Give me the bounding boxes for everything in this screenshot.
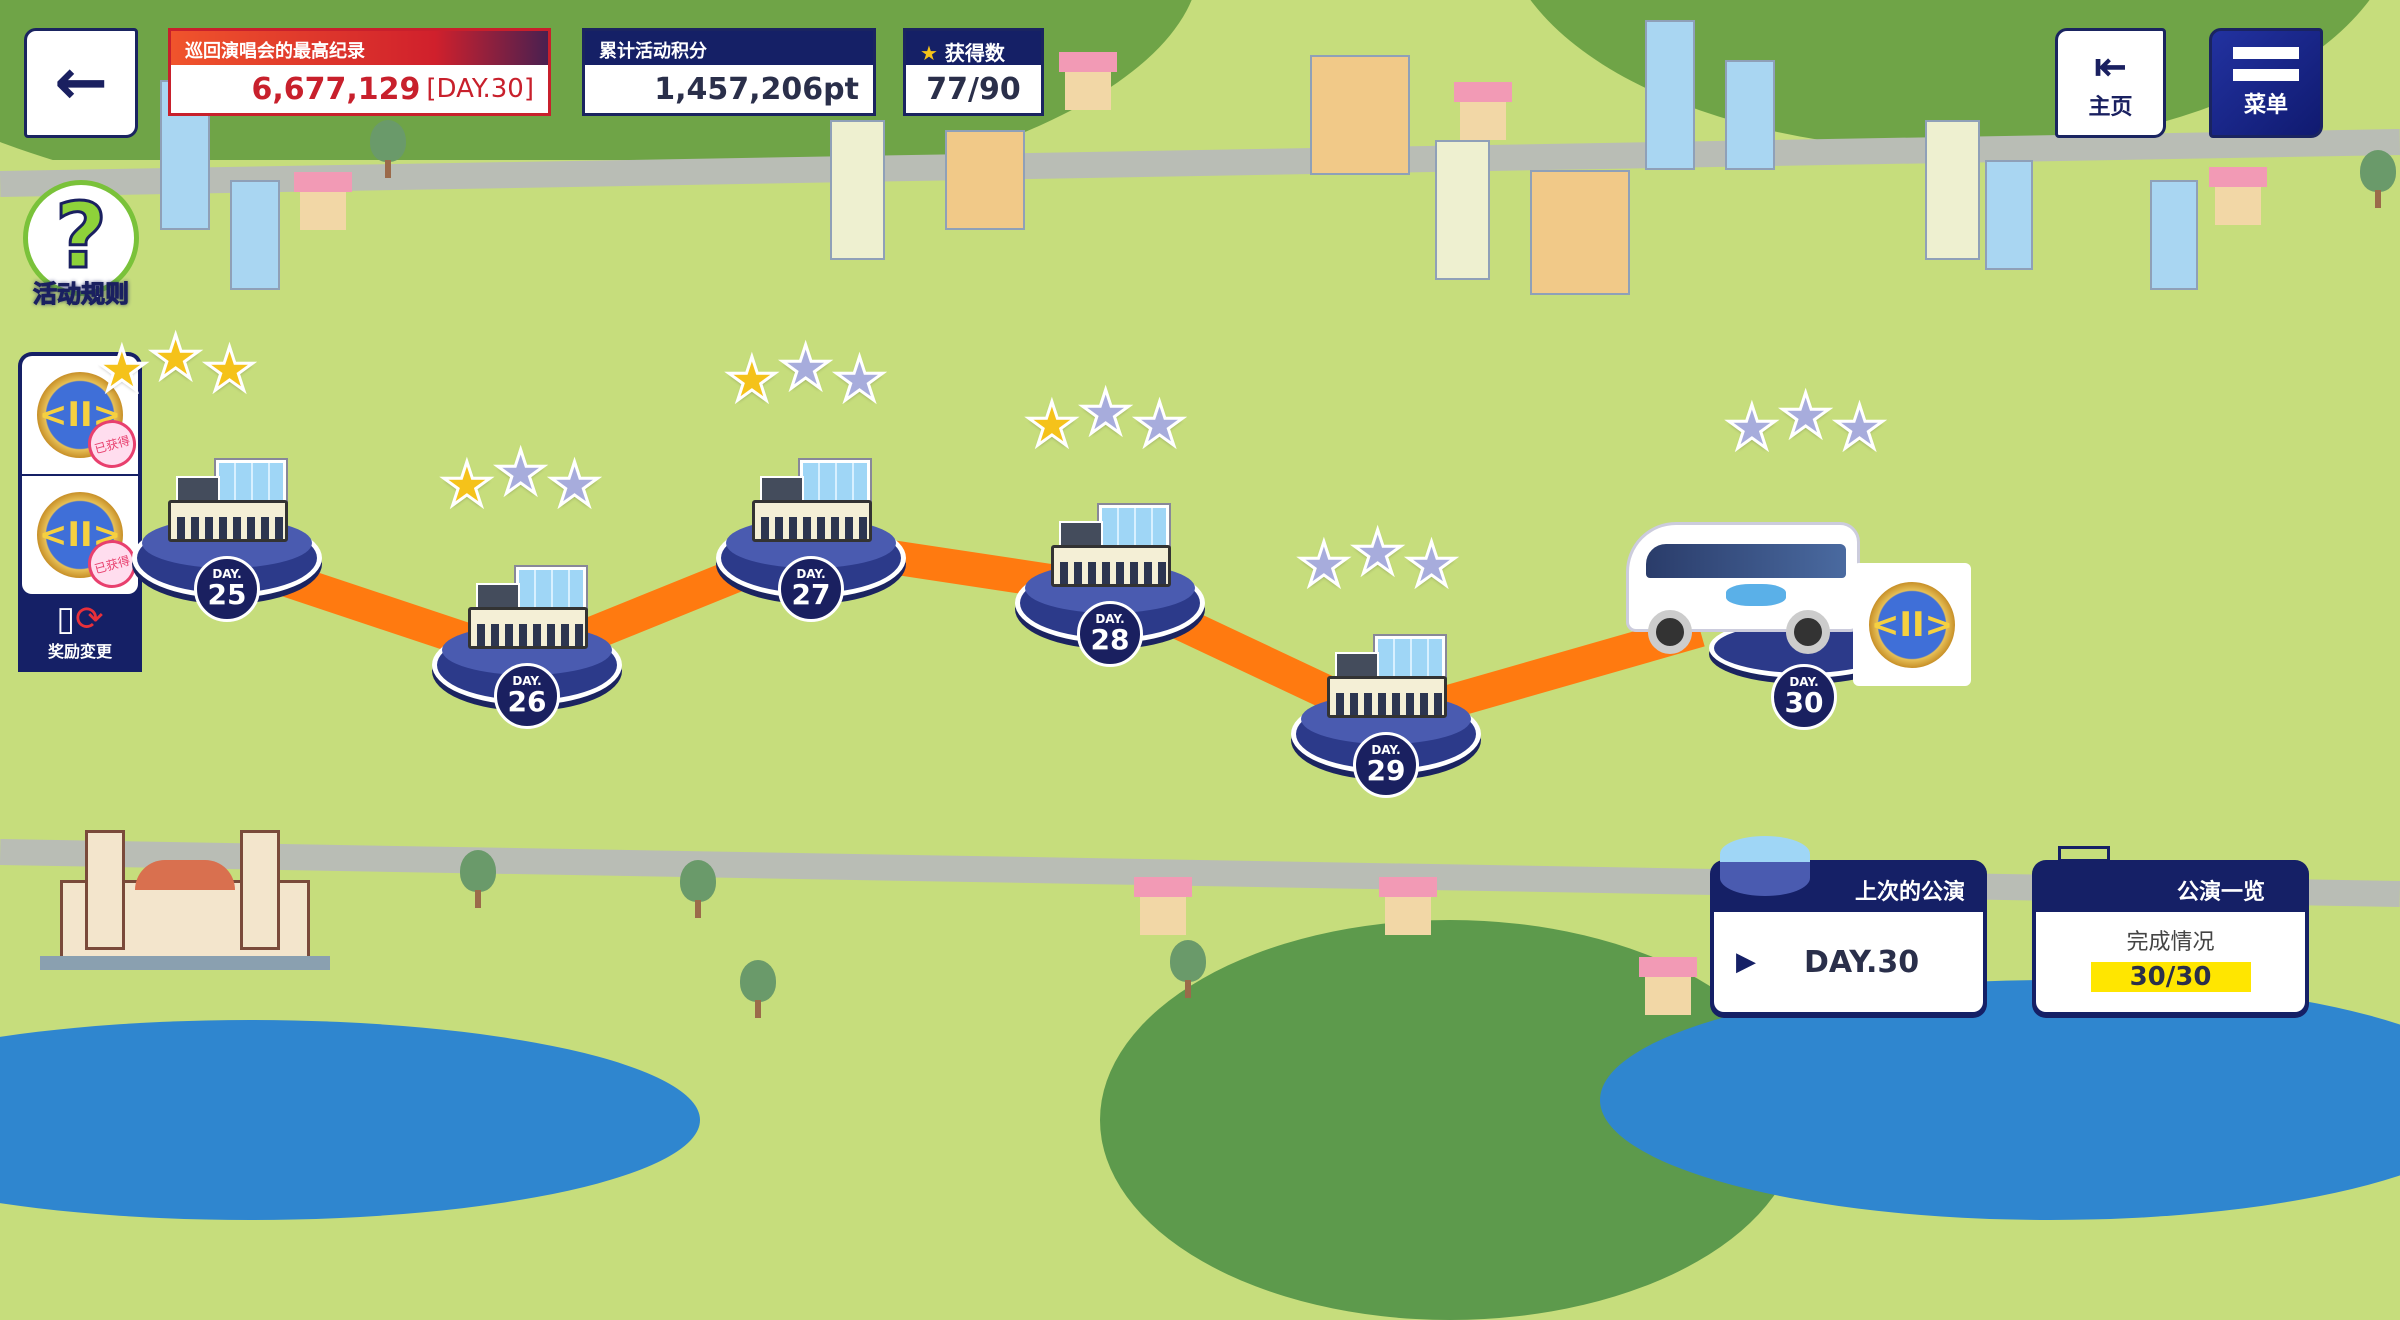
day-number: 28 — [1090, 623, 1130, 656]
day-number: 26 — [507, 685, 547, 718]
day-number: 25 — [207, 578, 247, 611]
venue-building-icon — [798, 458, 872, 506]
star-empty-icon: ★ — [1131, 390, 1188, 460]
total-points-value: 1,457,206pt — [654, 71, 859, 107]
star-filled-icon: ★ — [1024, 390, 1081, 460]
stage-stars: ★★★ — [94, 327, 258, 405]
venue-building-icon — [1097, 503, 1171, 551]
performance-list-title: 公演一览 — [2176, 880, 2265, 905]
stars-earned-panel: ★ 获得数 77/90 — [903, 28, 1044, 116]
rules-button[interactable]: ? 活动规则 — [18, 180, 144, 310]
completion-value: 30/30 — [2090, 962, 2251, 992]
stage-stars: ★★★ — [724, 337, 888, 415]
day-label: DAY. — [512, 674, 542, 688]
day-badge: DAY.27 — [778, 556, 844, 622]
palace-building — [40, 820, 330, 970]
stage-day-29[interactable]: DAY.29 — [1291, 634, 1481, 798]
day-number: 27 — [791, 578, 831, 611]
hamburger-icon — [2233, 47, 2299, 81]
total-points-panel: 累计活动积分 1,457,206pt — [582, 28, 876, 116]
reward-change-label: 奖励変更 — [47, 642, 112, 661]
star-icon: ★ — [920, 41, 938, 65]
performance-list-button[interactable]: 公演一览 完成情况 30/30 — [2032, 846, 2309, 1018]
last-performance-value: DAY.30 — [1804, 944, 1920, 980]
stage-day-25[interactable]: DAY.25 — [132, 458, 322, 622]
venue-building-icon — [1373, 634, 1447, 682]
day-badge: DAY.28 — [1077, 601, 1143, 667]
day-label: DAY. — [1095, 612, 1125, 626]
stage-day-27[interactable]: DAY.27 — [716, 458, 906, 622]
card-swap-icon: ▯⟳ — [56, 599, 104, 639]
star-empty-icon: ★ — [546, 450, 603, 520]
menu-label: 菜单 — [2243, 93, 2288, 118]
star-empty-icon: ★ — [1349, 518, 1406, 588]
star-filled-icon: ★ — [201, 335, 258, 405]
star-empty-icon: ★ — [1777, 381, 1834, 451]
last-performance-button[interactable]: 上次的公演 ▶ DAY.30 — [1710, 836, 1987, 1018]
star-filled-icon: ★ — [94, 335, 151, 405]
star-empty-icon: ★ — [1077, 378, 1134, 448]
stars-earned-value: 77/90 — [926, 71, 1021, 107]
reward-panel: <II> 已获得 <II> 已获得 ▯⟳ 奖励変更 — [18, 352, 142, 672]
day-badge: DAY.25 — [194, 556, 260, 622]
day-badge: DAY.26 — [494, 663, 560, 729]
rules-label: 活动规则 — [33, 280, 130, 309]
exit-icon: ⇤ — [2093, 44, 2128, 90]
venue-building-icon — [514, 565, 588, 613]
stage-day-26[interactable]: DAY.26 — [432, 565, 622, 729]
stage-day-28[interactable]: DAY.28 — [1015, 503, 1205, 667]
play-icon: ▶ — [1736, 947, 1756, 977]
completion-label: 完成情况 — [2126, 930, 2215, 955]
stage-stars: ★★★ — [1296, 522, 1460, 600]
day-label: DAY. — [1789, 675, 1819, 689]
stage-mini-icon — [1720, 836, 1810, 896]
star-empty-icon: ★ — [831, 345, 888, 415]
arrow-left-icon: ← — [54, 46, 108, 120]
home-label: 主页 — [2088, 95, 2133, 120]
last-performance-title: 上次的公演 — [1854, 880, 1965, 905]
stars-earned-label: 获得数 — [944, 41, 1005, 65]
star-empty-icon: ★ — [1296, 530, 1353, 600]
current-reward[interactable]: <II> — [1853, 563, 1971, 686]
star-filled-icon: ★ — [439, 450, 496, 520]
best-record-panel: 巡回演唱会的最高纪录 6,677,129 [DAY.30] — [168, 28, 551, 116]
reward-medal-icon: <II> — [1866, 578, 1958, 671]
tour-bus — [1626, 522, 1860, 658]
day-label: DAY. — [212, 567, 242, 581]
back-button[interactable]: ← — [24, 28, 138, 138]
best-record-value: 6,677,129 — [251, 71, 421, 107]
day-number: 29 — [1366, 754, 1406, 787]
question-icon: ? — [23, 180, 139, 296]
home-button[interactable]: ⇤ 主页 — [2055, 28, 2166, 138]
total-points-label: 累计活动积分 — [585, 31, 873, 66]
menu-button[interactable]: 菜单 — [2209, 28, 2323, 138]
reward-slot[interactable]: <II> 已获得 — [22, 356, 142, 474]
reward-slot[interactable]: <II> 已获得 — [22, 476, 142, 594]
stage-stars: ★★★ — [439, 442, 603, 520]
day-label: DAY. — [796, 567, 826, 581]
star-filled-icon: ★ — [724, 345, 781, 415]
star-empty-icon: ★ — [1831, 393, 1888, 463]
stage-stars: ★★★ — [1724, 385, 1888, 463]
star-empty-icon: ★ — [777, 333, 834, 403]
star-filled-icon: ★ — [147, 323, 204, 393]
list-document-icon — [2058, 846, 2110, 912]
day-label: DAY. — [1371, 743, 1401, 757]
best-record-day: [DAY.30] — [426, 74, 534, 105]
star-empty-icon: ★ — [1724, 393, 1781, 463]
star-empty-icon: ★ — [1403, 530, 1460, 600]
stage-stars: ★★★ — [1024, 382, 1188, 460]
day-number: 30 — [1784, 686, 1824, 719]
best-record-label: 巡回演唱会的最高纪录 — [171, 31, 548, 66]
day-badge: DAY.30 — [1771, 664, 1837, 730]
venue-building-icon — [214, 458, 288, 506]
day-badge: DAY.29 — [1353, 732, 1419, 798]
reward-change-button[interactable]: ▯⟳ 奖励変更 — [22, 594, 138, 662]
star-empty-icon: ★ — [492, 438, 549, 508]
